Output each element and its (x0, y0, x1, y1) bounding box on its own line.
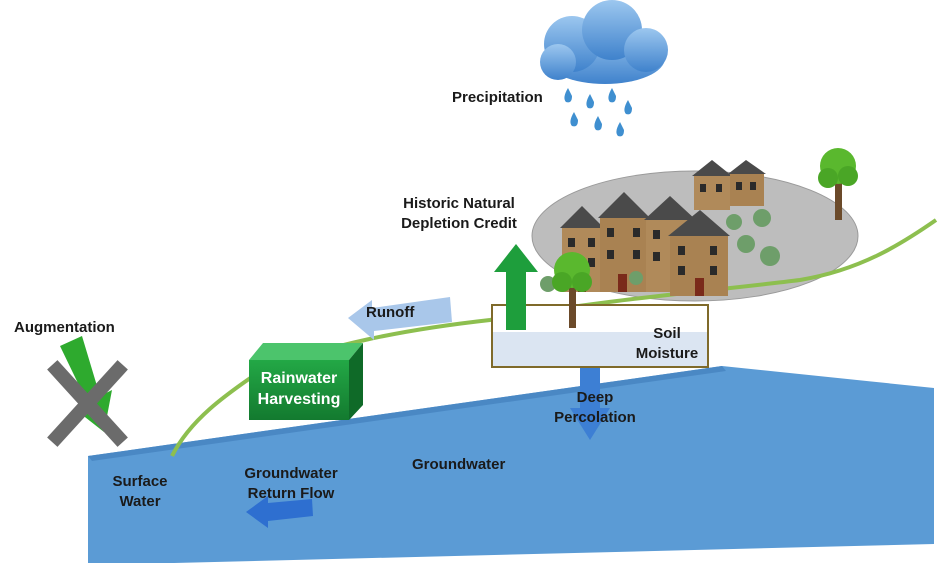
runoff-arrow (348, 297, 452, 340)
tree-icon-front (552, 252, 592, 328)
deep-percolation-label: Deep Percolation (540, 388, 650, 428)
depletion-credit-line2: Depletion Credit (401, 215, 517, 232)
augmentation-label: Augmentation (14, 319, 115, 336)
soil-moisture-label: Soil Moisture (622, 324, 712, 364)
rain-cloud-icon (540, 0, 668, 84)
rainwater-harvesting-box (249, 343, 363, 420)
raindrop-icons (564, 88, 632, 137)
precipitation-label: Precipitation (452, 89, 543, 106)
runoff-label: Runoff (366, 304, 415, 321)
shrub-icons (540, 209, 780, 292)
surface-line2: Water (119, 493, 161, 510)
rainwater-line1: Rainwater (260, 370, 338, 387)
soil-line2: Moisture (635, 345, 699, 362)
deep-line2: Percolation (554, 409, 636, 426)
surface-line1: Surface (112, 473, 168, 490)
groundwater-label: Groundwater (412, 456, 506, 473)
tree-icon-right (818, 148, 858, 220)
depletion-credit-line1: Historic Natural (403, 195, 515, 212)
x-mark (47, 360, 128, 447)
groundwater-return-flow-label: Groundwater Return Flow (226, 464, 356, 504)
gw-return-line1: Groundwater (244, 465, 338, 482)
house-icons (560, 160, 766, 296)
deep-line1: Deep (576, 389, 614, 406)
rainwater-line2: Harvesting (257, 391, 341, 408)
depletion-credit-arrow (494, 244, 538, 330)
deep-percolation-arrow (570, 368, 610, 440)
surface-water-label: Surface Water (100, 472, 180, 512)
return-flow-arrow (246, 496, 313, 528)
gw-return-line2: Return Flow (247, 485, 335, 502)
rainwater-harvesting-label: Rainwater Harvesting (249, 368, 349, 410)
soil-moisture-fill (493, 332, 707, 366)
groundwater-slab (88, 366, 934, 563)
depletion-credit-label: Historic Natural Depletion Credit (384, 194, 534, 234)
groundwater-top-edge (88, 366, 726, 461)
soil-line1: Soil (653, 325, 681, 342)
